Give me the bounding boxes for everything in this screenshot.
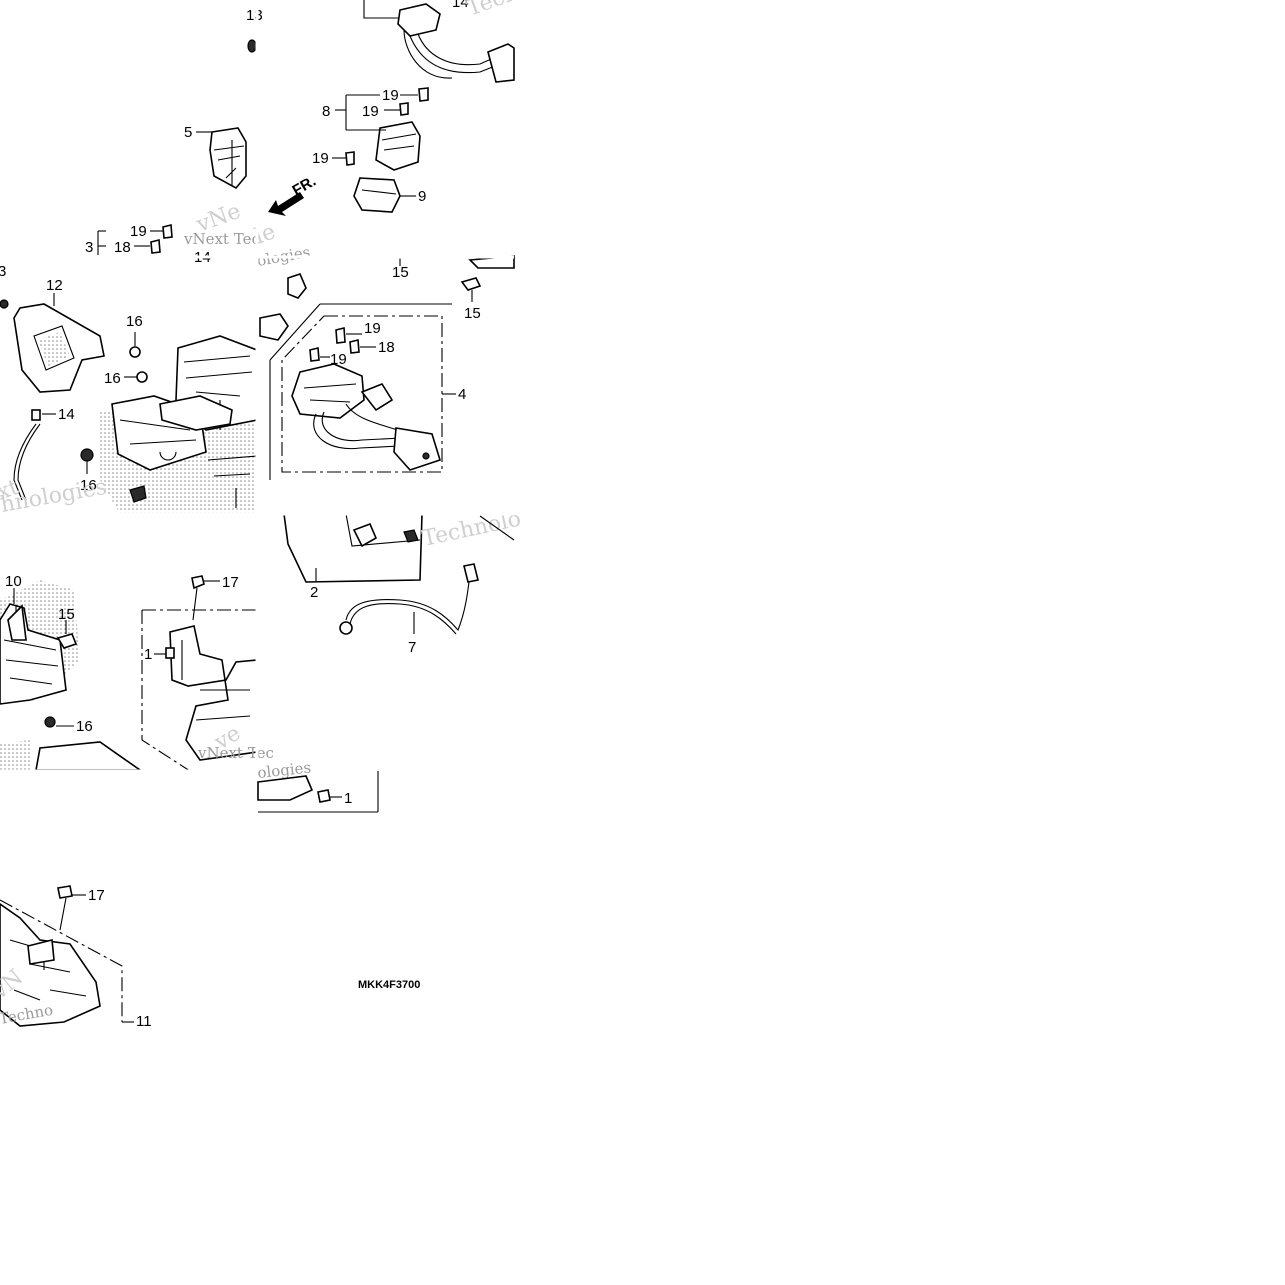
callout-13: 13 [246, 7, 263, 24]
callout-16-d: 16 [76, 718, 93, 735]
bolt-14 [31, 409, 41, 421]
callout-17-b: 17 [88, 887, 105, 904]
callout-5: 5 [184, 124, 192, 141]
callout-16-b: 16 [104, 370, 121, 387]
tile-top-left: 13 5 19 18 3 vNext Tec vNe 14 [85, 7, 304, 266]
direction-fr-label: FR. [290, 173, 319, 200]
bracket-box-1 [141, 609, 257, 772]
callout-18-a: 18 [114, 239, 131, 256]
callout-15-b: 15 [464, 305, 481, 322]
bolt-17 [191, 575, 205, 590]
callout-15-top: 15 [392, 264, 409, 281]
watermark-fragment: ologies [257, 758, 312, 782]
nut-16 [80, 448, 94, 462]
drawing-code: MKK4F3700 [358, 979, 420, 991]
callout-14: 14 [58, 406, 75, 423]
callout-15-c: 15 [58, 606, 75, 623]
bracket-part-5 [196, 127, 247, 190]
bracket-edge [257, 775, 314, 801]
tile-middle-left: 3 12 16 16 14 16 [0, 263, 258, 518]
clip-icon [129, 485, 147, 503]
callout-4: 4 [458, 386, 466, 403]
ignition-switch-harness [363, 0, 515, 83]
tile-middle-center: ologies 15 15 4 19 18 19 [256, 243, 515, 480]
nut-16 [136, 371, 148, 383]
clip-15 [460, 277, 482, 291]
clip-19 [399, 102, 409, 116]
clip-18 [150, 238, 161, 254]
callout-10: 10 [5, 573, 22, 590]
cable-part-7 [339, 563, 479, 635]
cover-edge [35, 741, 143, 771]
clip-19 [309, 346, 320, 362]
callout-1-b: 1 [344, 790, 352, 807]
callout-3-left: 3 [0, 263, 6, 280]
clip-19 [162, 223, 173, 239]
cover-part-12 [13, 303, 105, 393]
clip-19 [345, 151, 355, 166]
knob-icon [287, 273, 307, 299]
grommet-13 [247, 39, 257, 53]
clip-15 [56, 633, 78, 649]
ignition-switch-part-4 [291, 363, 441, 471]
clip-18 [349, 338, 360, 354]
screw-icon [165, 647, 175, 659]
callout-19-b: 19 [362, 103, 379, 120]
callout-14-top: 14 [452, 0, 469, 11]
watermark-fragment: Technol [464, 0, 554, 22]
callout-2: 2 [310, 584, 318, 601]
coupler-part-8 [375, 121, 421, 171]
assembly-box-4 [281, 315, 443, 473]
battery-part-2 [283, 513, 423, 583]
watermark-fragment: vNext Tec [183, 230, 260, 248]
callout-16-a: 16 [126, 313, 143, 330]
nut-16 [44, 716, 56, 728]
callout-19-a: 19 [382, 87, 399, 104]
callout-16-c: 16 [80, 477, 97, 494]
callout-8: 8 [322, 103, 330, 120]
screw-icon [317, 789, 331, 803]
bolt-icon [0, 299, 9, 309]
cover-part-9 [353, 177, 401, 213]
front-direction-arrow [268, 192, 304, 216]
watermark-fragment: vNext Tec [197, 744, 274, 762]
callout-18-b: 18 [378, 339, 395, 356]
tile-bottom-middle: 2 Technolo 7 [283, 507, 523, 656]
callout-12: 12 [46, 277, 63, 294]
battery-tray [100, 335, 258, 514]
clip-19 [335, 326, 346, 344]
callout-19-d: 19 [130, 223, 147, 240]
nut-16 [129, 346, 141, 358]
callout-3: 3 [85, 239, 93, 256]
cable-icon [13, 423, 37, 501]
callout-9: 9 [418, 188, 426, 205]
callout-19-e: 19 [364, 320, 381, 337]
callout-11: 11 [136, 1013, 152, 1030]
clip-19 [418, 87, 429, 102]
tile-top-middle: 14 Technol 19 19 8 19 9 FR. le [252, 0, 554, 250]
callout-7: 7 [408, 639, 416, 656]
callout-1-a: 1 [144, 646, 152, 663]
watermark-fragment: hnologies [0, 475, 109, 518]
callout-19-c: 19 [312, 150, 329, 167]
bracket-part-1 [169, 625, 258, 761]
bracket-part-11 [0, 885, 123, 1027]
grommet-icon [259, 313, 289, 341]
tile-bottom-left: 10 15 16 17 1 vNext Tec ve [0, 573, 274, 772]
lower-extension: ologies 1 17 11 vN Techno MKK4F3700 [0, 758, 420, 1030]
trim-edge [479, 515, 515, 541]
callout-17-a: 17 [222, 574, 239, 591]
frame-part-10 [0, 580, 80, 705]
